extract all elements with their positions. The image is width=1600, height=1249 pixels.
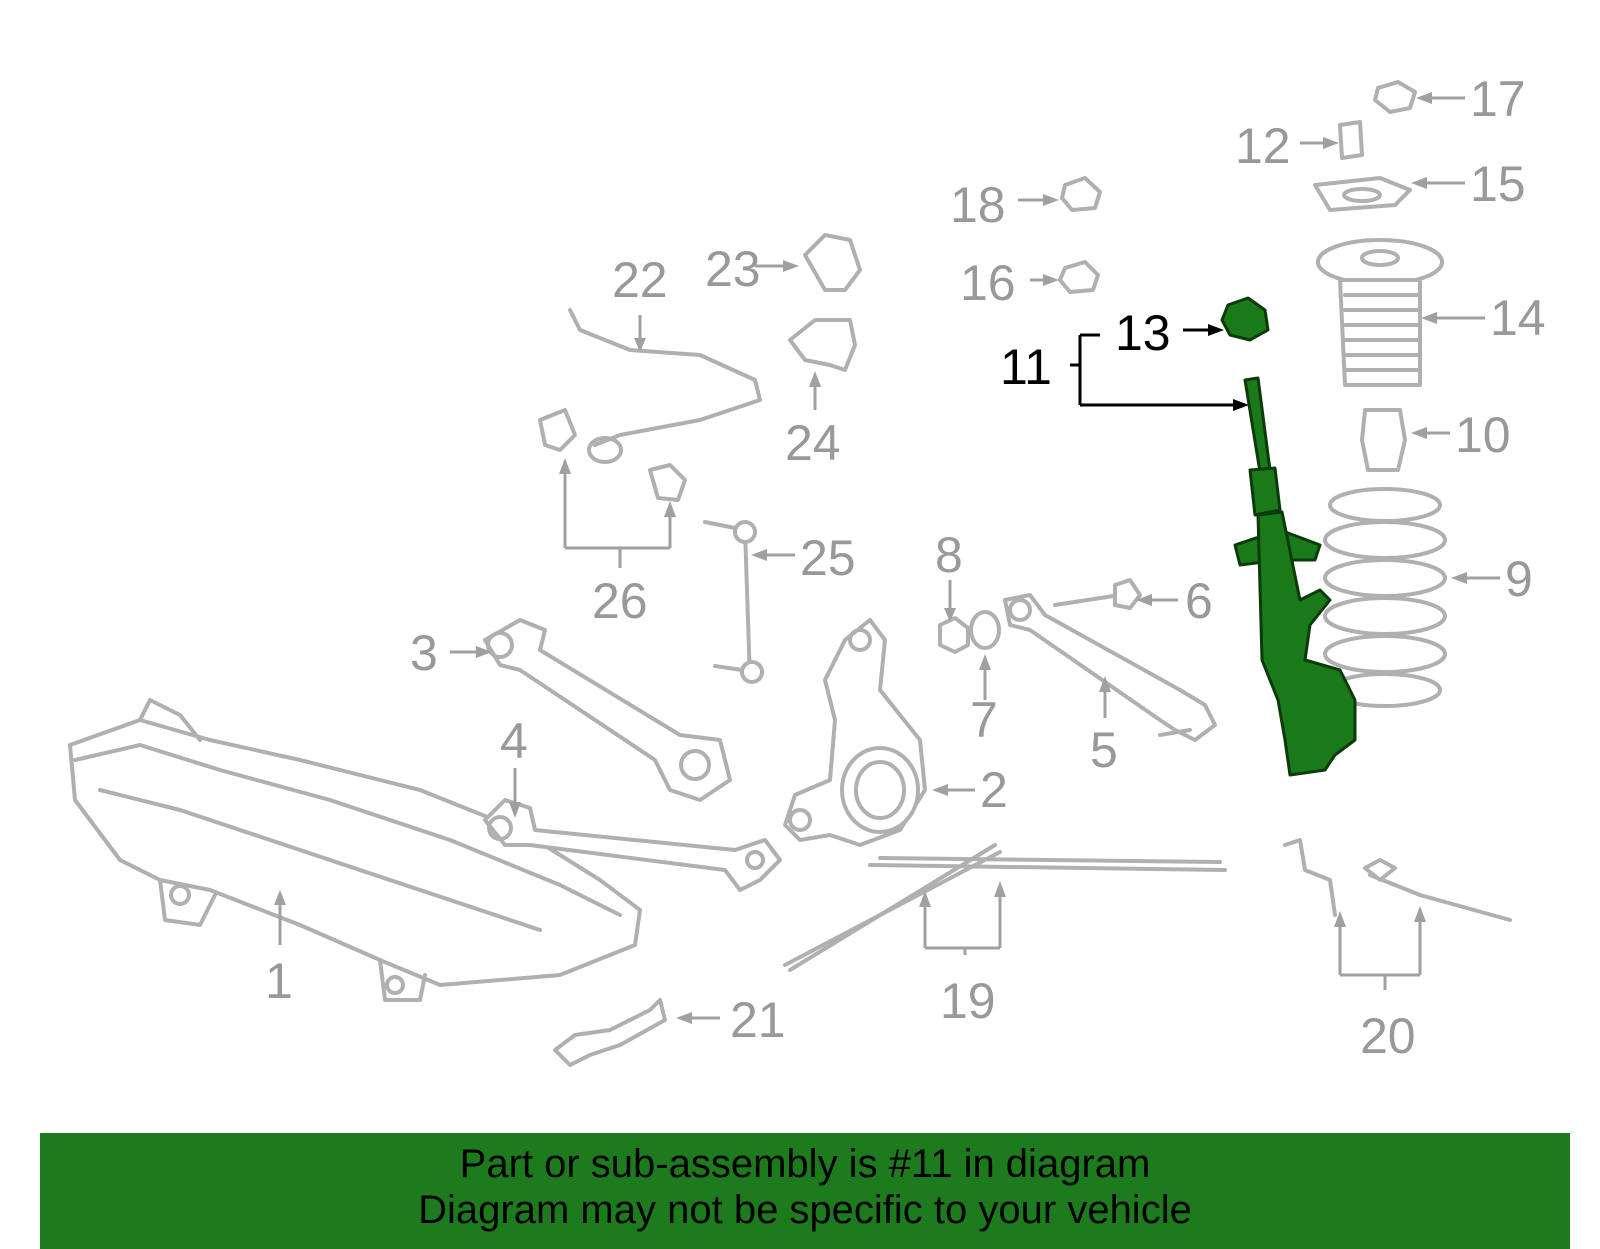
suspension-parts-diagram: 1 2 3 4 5 6 7 8 9 10 11 12 13 14 15 16 1… — [68, 71, 1546, 1067]
part-22-stabilizer-bar — [568, 308, 762, 447]
part-24-bracket — [788, 318, 857, 372]
part-19-braces — [783, 843, 1227, 972]
callout-13: 13 — [1115, 305, 1171, 361]
callout-22: 22 — [612, 252, 668, 308]
callout-8: 8 — [935, 527, 963, 583]
callout-21: 21 — [730, 992, 786, 1048]
callout-3: 3 — [410, 625, 438, 681]
callout-7: 7 — [970, 692, 998, 748]
part-5-link-arm — [1003, 593, 1217, 742]
callout-4: 4 — [500, 713, 528, 769]
part-12-bushing — [1338, 120, 1364, 160]
part-11-strut-assembly — [1233, 376, 1357, 777]
part-4-control-arm — [483, 798, 782, 892]
callout-6: 6 — [1185, 573, 1213, 629]
callout-18: 18 — [950, 177, 1006, 233]
callout-10: 10 — [1455, 407, 1511, 463]
banner-line-disclaimer: Diagram may not be specific to your vehi… — [418, 1188, 1192, 1232]
part-13-nut — [1220, 296, 1270, 342]
info-banner: Part or sub-assembly is #11 in diagram D… — [40, 1133, 1570, 1249]
callout-26: 26 — [592, 573, 648, 629]
callout-1: 1 — [265, 953, 293, 1009]
part-6-bolt — [1053, 578, 1142, 610]
part-20-sensors — [1283, 838, 1512, 922]
callout-20: 20 — [1360, 1008, 1416, 1064]
callout-5: 5 — [1090, 722, 1118, 778]
callout-12: 12 — [1235, 118, 1291, 174]
callout-2: 2 — [980, 762, 1008, 818]
part-23-bracket — [803, 233, 862, 292]
part-2-knuckle — [783, 618, 927, 847]
part-14-strut-mount-boot — [1316, 238, 1444, 387]
part-17-nut — [1373, 80, 1417, 114]
part-16-nut — [1058, 260, 1100, 294]
callout-11: 11 — [1000, 339, 1052, 395]
leader-lines — [274, 92, 1500, 1024]
callout-25: 25 — [800, 530, 856, 586]
part-3-control-arm — [483, 618, 732, 802]
highlighted-leader-lines — [1070, 324, 1249, 411]
callout-14: 14 — [1490, 290, 1546, 346]
callout-24: 24 — [785, 415, 841, 471]
part-9-coil-spring — [1323, 487, 1447, 708]
callout-15: 15 — [1470, 156, 1526, 212]
part-8-nut — [938, 616, 970, 654]
banner-line-part-info: Part or sub-assembly is #11 in diagram — [459, 1142, 1151, 1186]
part-7-washer — [969, 610, 1001, 650]
callout-17: 17 — [1470, 71, 1526, 127]
part-10-bump-stop — [1360, 408, 1407, 472]
callout-23: 23 — [705, 241, 761, 297]
callout-19: 19 — [940, 973, 996, 1029]
part-21-bracket — [553, 998, 667, 1067]
part-25-stabilizer-link — [703, 520, 764, 684]
part-18-nut — [1060, 176, 1102, 212]
part-22-bar-end — [587, 436, 623, 464]
part-26-bushings — [538, 408, 687, 502]
part-15-mount-plate — [1313, 176, 1412, 212]
callout-9: 9 — [1505, 551, 1533, 607]
callout-16: 16 — [960, 255, 1016, 311]
callout-labels: 1 2 3 4 5 6 7 8 9 10 11 12 13 14 15 16 1… — [265, 71, 1546, 1064]
part-1-crossmember — [68, 698, 642, 1002]
